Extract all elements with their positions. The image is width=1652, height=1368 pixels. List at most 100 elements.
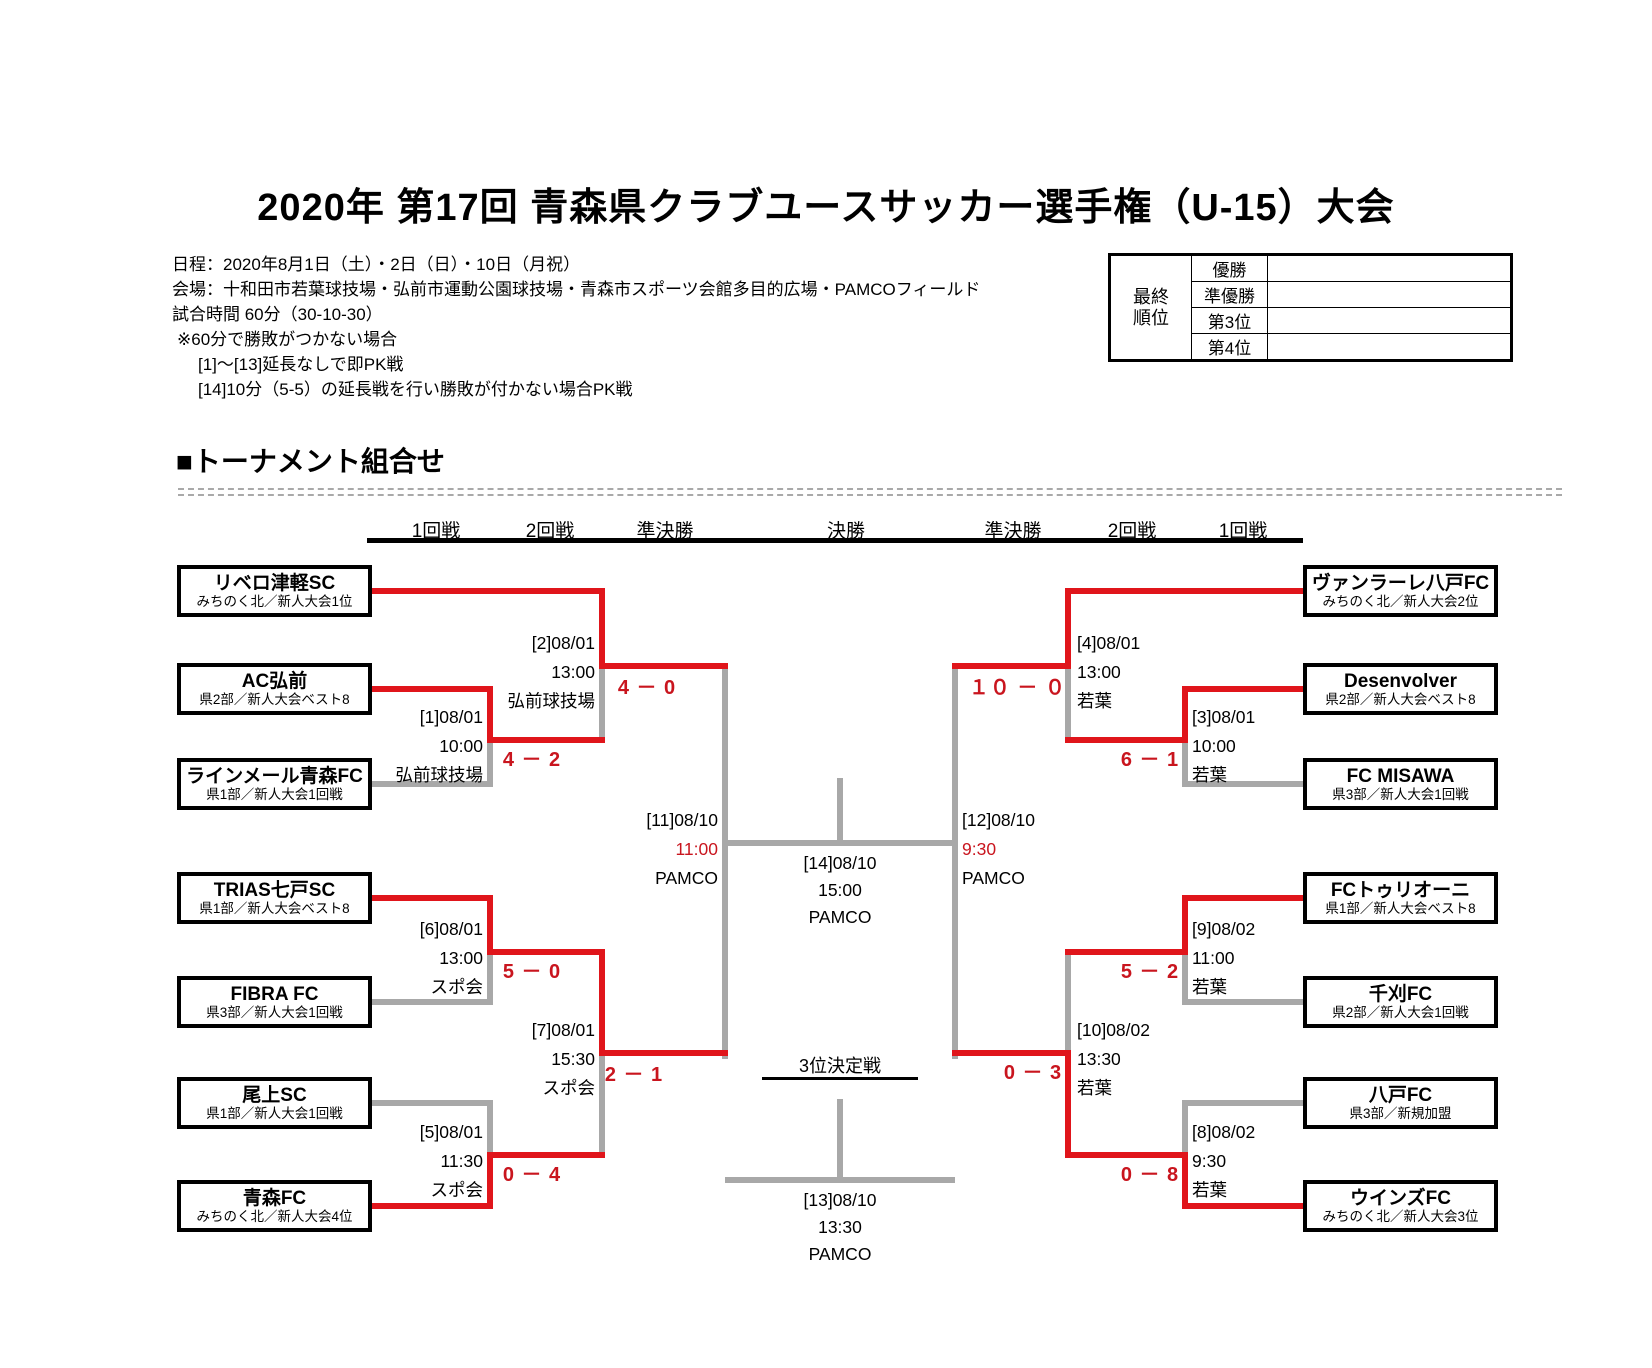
team-seed: 県1部／新人大会1回戦 [206,787,343,802]
bracket-line-winner [599,949,605,1056]
match-3-score: 6 － 1 [1120,749,1180,771]
match-5-info: [5]08/01 11:30 スポ会 [333,1118,483,1205]
bracket-line [487,1100,493,1158]
third-place-title: 3位決定戦 [798,1056,881,1076]
dotted-divider [178,488,1562,496]
match-6-score: 5 － 0 [502,961,562,983]
bracket-line-winner [487,1152,605,1158]
team-name: リベロ津軽SC [213,573,336,594]
bracket-line [487,949,493,1005]
team-name: ヴァンラーレ八戸FC [1311,573,1490,594]
bracket-line-winner [1065,588,1071,669]
team-box-onoe-sc: 尾上SC 県1部／新人大会1回戦 [177,1077,372,1129]
bracket-line-winner [1182,686,1306,692]
round-header-underline [367,538,1303,543]
match-id-date: [3]08/01 [1192,707,1256,727]
match-time: 13:30 [1077,1049,1121,1069]
standings-value-fourth [1267,333,1512,361]
standings-value-champion [1267,254,1512,282]
standings-value-runnerup [1267,281,1512,308]
team-box-fc-misawa: FC MISAWA 県3部／新人大会1回戦 [1303,758,1498,810]
match-venue: 弘前球技場 [395,765,484,785]
bracket-line [599,663,605,743]
bracket-line-winner [487,949,605,955]
team-box-wins-fc: ウインズFC みちのく北／新人大会3位 [1303,1180,1498,1232]
standings-value-third [1267,307,1512,334]
match-4-score: １０ － ０ [968,677,1066,699]
match-id-date: [10]08/02 [1077,1020,1150,1040]
team-name: ラインメール青森FC [186,766,363,787]
final-standings-table: 最終 順位 優勝 準優勝 第3位 第4位 [1108,253,1513,362]
bracket-line [1182,1100,1188,1158]
match-12-info: [12]08/10 9:30 PAMCO [962,806,1122,893]
third-place-underline [762,1077,918,1080]
bracket-line [1182,949,1188,1005]
bracket-line-winner [487,686,493,743]
match-10-info: [10]08/02 13:30 若葉 [1077,1016,1237,1103]
match-venue: 弘前球技場 [507,691,596,711]
bracket-line-winner [1182,895,1188,955]
standings-header-line1: 最終 [1133,286,1169,307]
bracket-line-winner [599,588,605,669]
info-schedule: 日程：2020年8月1日（土）・2日（日）・10日（月祝） [172,255,581,274]
match-venue: 若葉 [1077,691,1112,711]
match-time: 11:00 [1192,948,1235,968]
info-venues: 会場：十和田市若葉球技場・弘前市運動公園球技場・青森市スポーツ会館多目的広場・P… [172,280,981,299]
team-box-libero-tsugaru: リベロ津軽SC みちのく北／新人大会1位 [177,565,372,617]
match-time: 11:00 [675,839,719,859]
round-header-left-sf: 準決勝 [636,521,694,542]
bracket-line-winner [487,1152,493,1209]
match-1-score: 4 － 2 [502,749,562,771]
bracket-line-winner [1065,1152,1188,1158]
match-2-info: [2]08/01 13:00 弘前球技場 [445,629,596,716]
round-header-right-sf: 準決勝 [984,521,1042,542]
tournament-info: 日程：2020年8月1日（土）・2日（日）・10日（月祝） 会場：十和田市若葉球… [172,252,980,402]
match-venue: 若葉 [1192,977,1227,997]
table-row: 準優勝 [1110,281,1512,308]
bracket-line [1065,663,1071,743]
match-id-date: [6]08/01 [419,919,483,939]
team-seed: 県3部／新規加盟 [1349,1106,1452,1121]
team-seed: 県2部／新人大会ベスト8 [199,692,350,707]
team-name: FCトゥリオーニ [1330,880,1471,901]
info-match-time: 試合時間 60分（30-10-30） [172,305,383,324]
standings-label-third: 第3位 [1191,307,1268,334]
match-13-info: [13]08/10 13:30 PAMCO [755,1187,925,1268]
match-8-info: [8]08/02 9:30 若葉 [1192,1118,1352,1205]
info-tiebreak-rule-2: [14]10分（5-5）の延長戦を行い勝敗が付かない場合PK戦 [198,380,633,399]
match-id-date: [5]08/01 [419,1122,483,1142]
standings-label-champion: 優勝 [1191,254,1268,282]
match-14-info: [14]08/10 15:00 PAMCO [755,850,925,931]
match-id-date: [13]08/10 [803,1190,877,1210]
match-3-info: [3]08/01 10:00 若葉 [1192,703,1352,790]
match-venue: PAMCO [808,907,872,927]
match-time: 13:00 [551,662,595,682]
bracket-line [487,737,493,787]
match-venue: スポ会 [430,977,484,997]
bracket-line [372,999,493,1005]
bracket-line-winner [487,737,605,743]
bracket-line-winner [1065,737,1188,743]
team-seed: みちのく北／新人大会3位 [1322,1209,1479,1224]
bracket-line-winner [1065,1050,1071,1158]
bracket-line-winner [487,895,493,955]
bracket-line-winner [1065,949,1188,955]
match-venue: スポ会 [542,1078,596,1098]
match-venue: PAMCO [962,868,1025,888]
bracket-line-winner [372,895,493,901]
team-name: 千刈FC [1368,984,1433,1005]
team-seed: 県3部／新人大会1回戦 [1332,787,1469,802]
bracket-line-winner [599,1050,728,1056]
team-box-desenvolver: Desenvolver 県2部／新人大会ベスト8 [1303,663,1498,715]
match-time: 13:30 [818,1217,862,1237]
bracket-line-champion-stub [837,778,843,846]
match-1-info: [1]08/01 10:00 弘前球技場 [333,703,484,790]
match-11-info: [11]08/10 11:00 PAMCO [568,806,718,893]
standings-header: 最終 順位 [1109,254,1192,361]
standings-label-runnerup: 準優勝 [1191,281,1268,308]
bracket-line [1182,999,1306,1005]
match-7-info: [7]08/01 15:30 スポ会 [445,1016,595,1103]
match-id-date: [11]08/10 [646,810,718,830]
match-id-date: [14]08/10 [803,853,877,873]
bracket-line-winner [1182,1152,1188,1209]
